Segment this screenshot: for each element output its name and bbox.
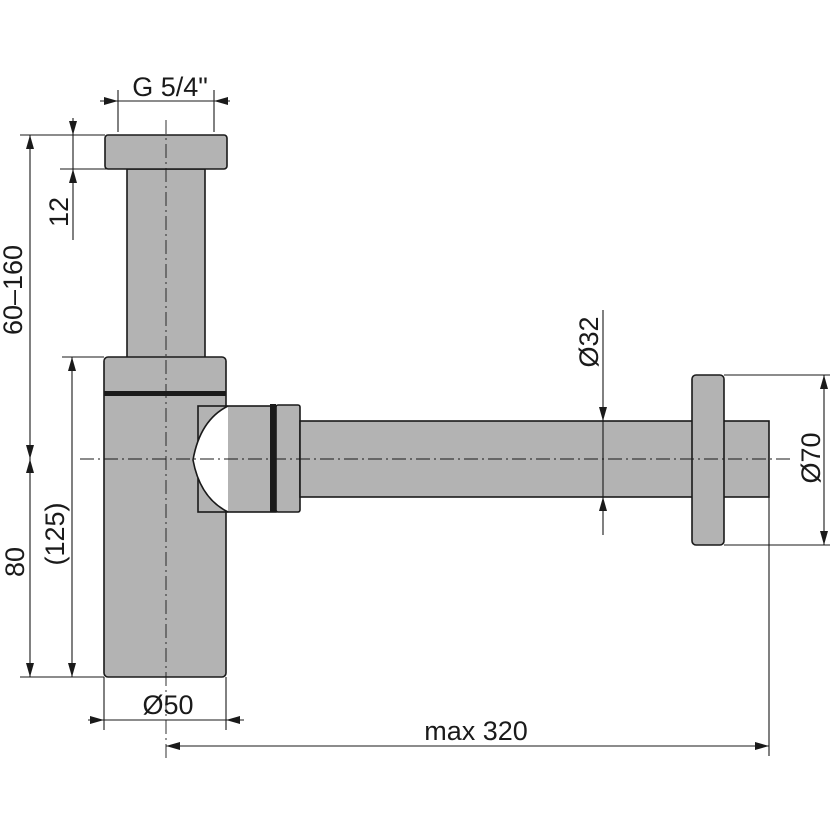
wall-flange (691, 374, 725, 546)
length-arrow-left (166, 742, 180, 750)
max-length-label: max 320 (424, 716, 528, 746)
dimension-labels: G 5/4" 12 60–160 80 (125) Ø50 Ø32 Ø70 ma… (0, 72, 826, 746)
collar-arrow-bottom (69, 169, 77, 183)
socket-ring (270, 404, 276, 512)
body-diam-arrow-right (226, 716, 240, 724)
union-nut (275, 404, 301, 513)
body-diameter-label: Ø50 (142, 690, 193, 720)
siphon-assembly (103, 134, 770, 678)
flange-arrow-bottom (820, 531, 828, 545)
collar-height-label: 12 (44, 197, 74, 227)
outlet-height-label: 80 (0, 547, 30, 577)
length-arrow-right (755, 742, 769, 750)
thread-arrow-left (104, 97, 118, 105)
flange-diameter-label: Ø70 (796, 432, 826, 483)
flange-arrow-top (820, 375, 828, 389)
outlet-arrow-top (26, 459, 34, 473)
pipe-diameter-label: Ø32 (574, 316, 604, 367)
range-arrow-bottom (26, 445, 34, 459)
thread-label: G 5/4" (132, 72, 208, 102)
outlet-arrow-bottom (26, 663, 34, 677)
body-arrow-bottom (68, 663, 76, 677)
body-arrow-top (68, 357, 76, 371)
pipe-diam-arrow-bottom (599, 497, 607, 511)
body-diam-arrow-left (90, 716, 104, 724)
bottle-body (103, 356, 227, 678)
pipe-diam-arrow-top (599, 407, 607, 421)
dimension-lines (20, 90, 830, 756)
range-arrow-top (26, 135, 34, 149)
collar-arrow-top (69, 121, 77, 135)
bottle-band (104, 391, 226, 396)
body-height-label: (125) (40, 502, 70, 565)
center-lines (80, 120, 790, 760)
height-range-label: 60–160 (0, 245, 28, 335)
thread-arrow-right (214, 97, 228, 105)
